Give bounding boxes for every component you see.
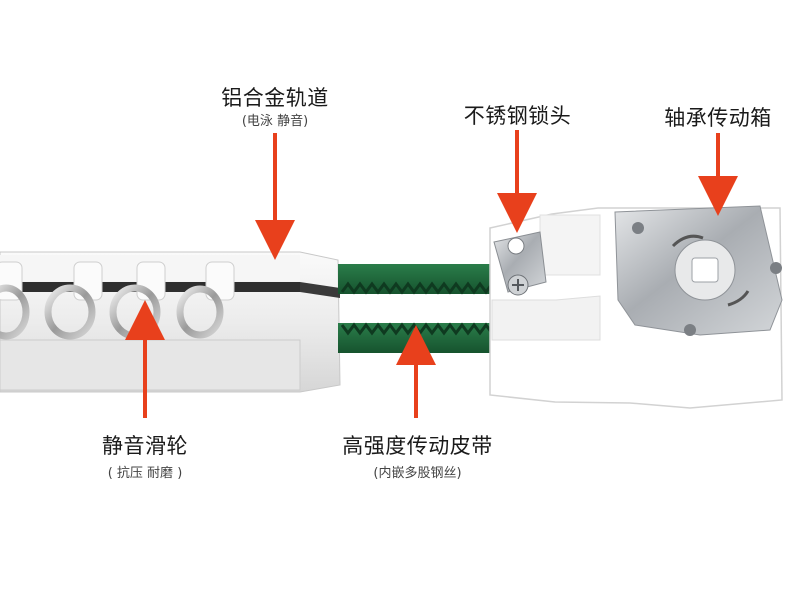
- gearbox-title: 轴承传动箱: [664, 106, 772, 130]
- pulley-subtitle: ( 抗压 耐磨 ): [107, 466, 183, 481]
- pulley: [44, 261, 103, 340]
- callout-arrows: [125, 130, 738, 418]
- transmission-belt: [338, 264, 500, 353]
- belt-subtitle: (内嵌多股钢丝): [373, 466, 462, 481]
- pulley-title: 静音滑轮: [102, 434, 188, 458]
- bearing-gearbox: [489, 205, 783, 409]
- belt-title: 高强度传动皮带: [342, 434, 493, 458]
- pulley: [0, 261, 30, 340]
- stainless-lock: [493, 231, 547, 296]
- lock-title: 不锈钢锁头: [463, 104, 572, 128]
- track-subtitle: (电泳 静音): [241, 114, 309, 129]
- pulley: [176, 261, 235, 339]
- track-title: 铝合金轨道: [221, 86, 329, 110]
